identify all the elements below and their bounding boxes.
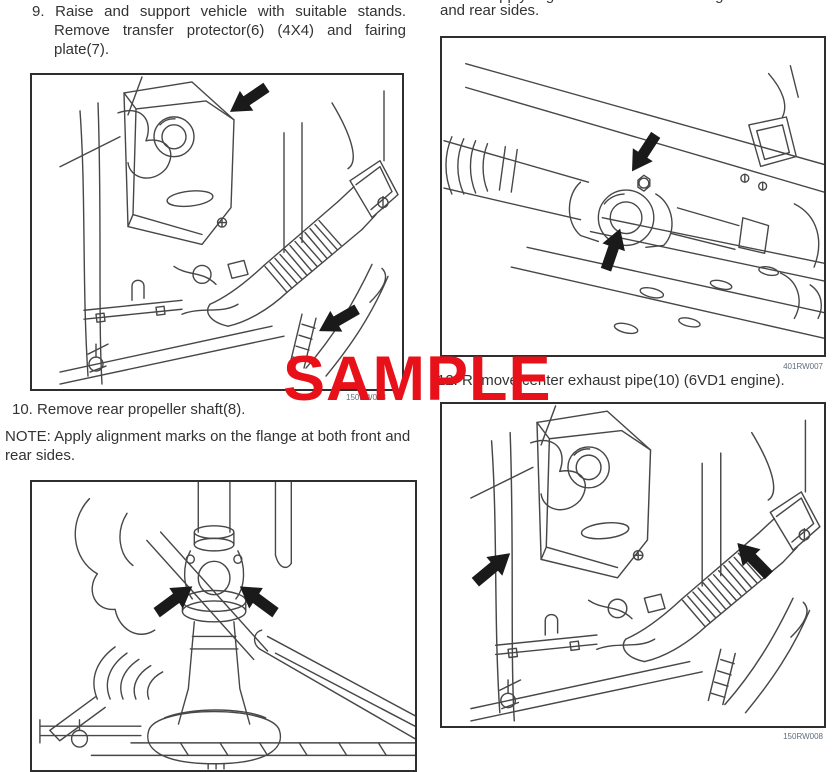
note-text-right-clipped-line: NOTE: Apply alignment marks on the flang… [440, 0, 816, 5]
figure-transfer-protector [30, 73, 404, 391]
figure-code-bottom-right: 150RW008 [783, 732, 823, 741]
sample-watermark: SAMPLE [283, 344, 552, 414]
rear-axle-illustration [39, 482, 415, 770]
figure-code-top-left: 150RW008 [346, 393, 386, 402]
arrow-icon [149, 576, 200, 623]
underbody-illustration [467, 405, 821, 722]
underbody-illustration [59, 76, 399, 385]
arrow-icon [622, 128, 666, 178]
figure-propeller-shaft-joint [440, 36, 826, 357]
step-9-text: 9. Raise and support vehicle with suitab… [32, 3, 406, 58]
note-text-right-continuation: and rear sides. [440, 2, 540, 19]
step-12-text: 12. Remove center exhaust pipe(10) (6VD1… [437, 372, 785, 389]
figure-center-exhaust-pipe [440, 402, 826, 728]
note-text-left: NOTE: Apply alignment marks on the flang… [5, 428, 411, 464]
arrow-icon [223, 77, 274, 122]
arrow-icon [233, 576, 283, 623]
figure-rear-propeller-shaft [30, 480, 417, 772]
propeller-shaft-illustration [443, 62, 824, 339]
service-manual-page: { "watermark": { "text": "SAMPLE", "colo… [5, 0, 826, 772]
figure-code-top-right: 401RW007 [783, 362, 823, 371]
step-10-text: 10. Remove rear propeller shaft(8). [12, 401, 246, 418]
arrow-icon [467, 543, 519, 592]
